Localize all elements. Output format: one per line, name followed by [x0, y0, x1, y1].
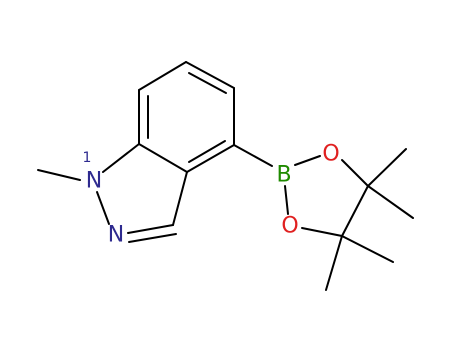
bond-o-top-cq1: [341, 159, 369, 187]
bond-n1-methyl: [37, 169, 81, 181]
bond-cq1-cq2: [341, 185, 369, 237]
bond-c7a-n1: [102, 143, 140, 173]
bond-o-bottom-boron: [284, 185, 289, 215]
bond-c6-c5-inner: [188, 72, 227, 94]
atom-n1: N: [86, 169, 102, 194]
atom-o-bottom: O: [281, 214, 298, 239]
atom-o-top: O: [322, 142, 339, 167]
bond-c7-c6: [138, 61, 187, 91]
bond-c4-c3a-inner: [188, 140, 226, 163]
atom-n2: N: [108, 223, 124, 248]
bond-cq2-methyl-right: [341, 235, 394, 263]
bond-c4-boron: [233, 144, 273, 167]
bond-n2-c3: [127, 224, 174, 234]
bond-n2-c3-inner: [128, 233, 177, 243]
bond-c3a-c7a: [138, 143, 188, 173]
bond-c3-c3a: [172, 171, 188, 226]
bond-boron-o-top: [294, 155, 321, 166]
atom-n1-locant: 1: [83, 150, 92, 166]
bond-cq2-methyl-down: [325, 235, 343, 291]
bond-cq2-o-bottom: [301, 227, 343, 237]
bond-cq1-methyl-right: [367, 185, 414, 219]
bond-c4-c3a: [186, 144, 235, 173]
atom-boron: B: [276, 163, 291, 188]
bond-c6-c5: [185, 61, 235, 89]
bond-n1-n2: [96, 191, 110, 225]
bond-cq1-methyl-up: [367, 148, 407, 187]
